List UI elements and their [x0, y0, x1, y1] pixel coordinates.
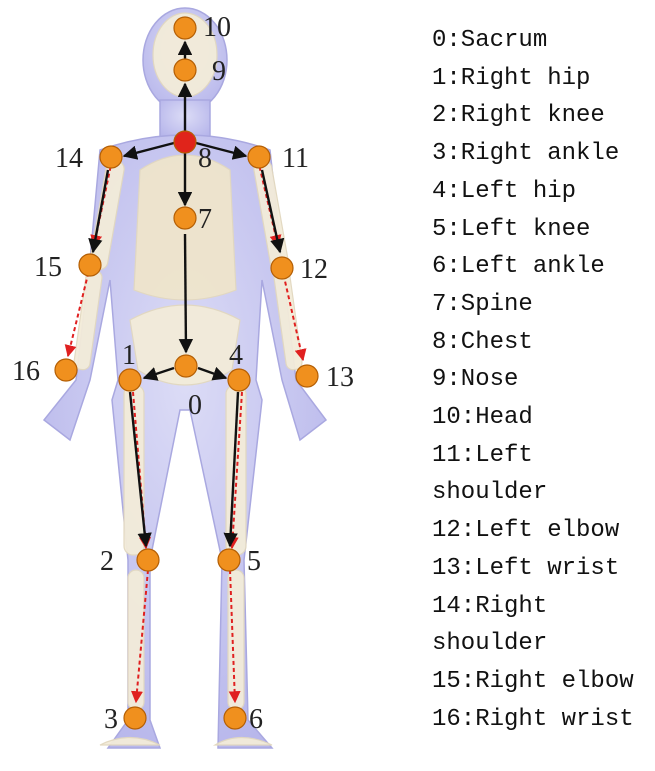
joint-4 — [228, 369, 250, 391]
legend-item-1: 1:Right hip — [432, 60, 654, 98]
joint-label-12: 12 — [300, 254, 328, 285]
joint-legend: 0:Sacrum 1:Right hip 2:Right knee 3:Righ… — [432, 22, 654, 738]
legend-item-11: 11:Left shoulder — [432, 437, 654, 512]
legend-item-0: 0:Sacrum — [432, 22, 654, 60]
joint-10 — [174, 17, 196, 39]
joint-2 — [137, 549, 159, 571]
legend-item-16: 16:Right wrist — [432, 701, 654, 739]
legend-item-7: 7:Spine — [432, 286, 654, 324]
joint-label-4: 4 — [229, 340, 243, 371]
joint-15 — [79, 254, 101, 276]
legend-item-10: 10:Head — [432, 399, 654, 437]
legend-item-15: 15:Right elbow — [432, 663, 654, 701]
joint-label-6: 6 — [249, 704, 263, 735]
joint-label-13: 13 — [326, 362, 354, 393]
joint-0 — [175, 355, 197, 377]
skeleton-figure: 0 1 2 3 4 5 6 7 8 9 10 11 12 13 14 15 16 — [0, 0, 425, 771]
joint-label-2: 2 — [100, 546, 114, 577]
joint-label-8: 8 — [198, 143, 212, 174]
joint-label-5: 5 — [247, 546, 261, 577]
joint-label-10: 10 — [203, 12, 231, 43]
joint-1 — [119, 369, 141, 391]
joint-11 — [248, 146, 270, 168]
joint-label-1: 1 — [122, 340, 136, 371]
joint-12 — [271, 257, 293, 279]
arrow-0-7 — [185, 234, 186, 352]
legend-item-13: 13:Left wrist — [432, 550, 654, 588]
legend-item-4: 4:Left hip — [432, 173, 654, 211]
legend-item-3: 3:Right ankle — [432, 135, 654, 173]
joint-6 — [224, 707, 246, 729]
joint-label-3: 3 — [104, 704, 118, 735]
legend-item-6: 6:Left ankle — [432, 248, 654, 286]
joint-14 — [100, 146, 122, 168]
joint-16 — [55, 359, 77, 381]
joint-label-15: 15 — [34, 252, 62, 283]
joint-8 — [174, 131, 196, 153]
legend-item-14: 14:Right shoulder — [432, 588, 654, 663]
legend-item-9: 9:Nose — [432, 361, 654, 399]
legend-item-2: 2:Right knee — [432, 97, 654, 135]
joint-5 — [218, 549, 240, 571]
joint-label-0: 0 — [188, 390, 202, 421]
joint-13 — [296, 365, 318, 387]
joint-label-16: 16 — [12, 356, 40, 387]
joint-label-9: 9 — [212, 56, 226, 87]
joint-label-7: 7 — [198, 204, 212, 235]
joint-label-11: 11 — [282, 143, 309, 174]
joint-7 — [174, 207, 196, 229]
legend-item-5: 5:Left knee — [432, 211, 654, 249]
joint-9 — [174, 59, 196, 81]
legend-item-12: 12:Left elbow — [432, 512, 654, 550]
joint-label-14: 14 — [55, 143, 83, 174]
legend-item-8: 8:Chest — [432, 324, 654, 362]
joint-3 — [124, 707, 146, 729]
